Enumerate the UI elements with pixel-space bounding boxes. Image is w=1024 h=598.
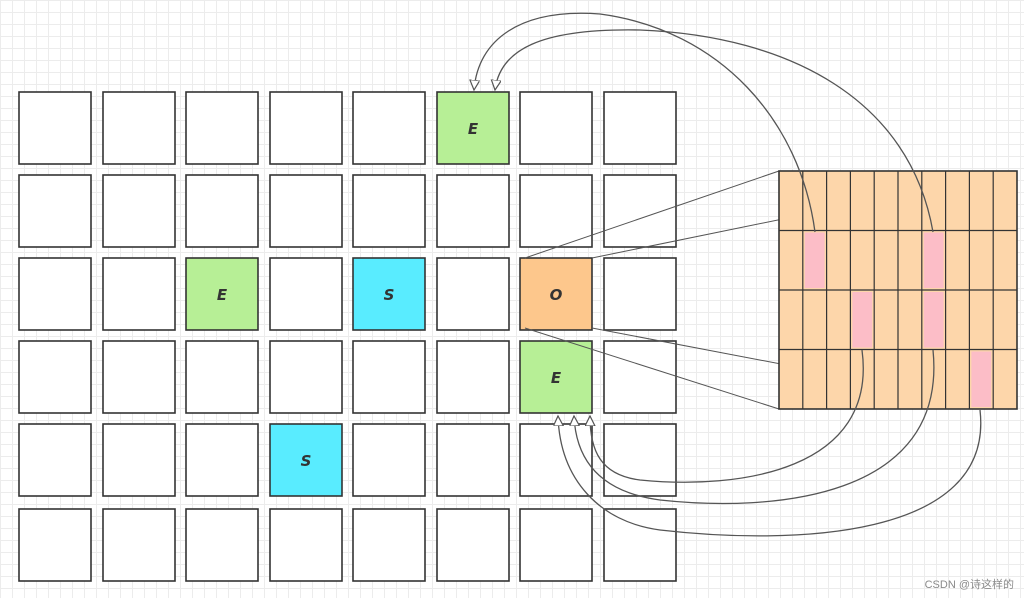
grid-cell-empty xyxy=(436,508,510,582)
grid-cell-empty xyxy=(352,340,426,414)
grid-cell-empty xyxy=(102,508,176,582)
grid-cell-s xyxy=(352,257,426,331)
grid-cell-empty xyxy=(436,340,510,414)
watermark: CSDN @诗这样的 xyxy=(924,579,1014,591)
grid-cell-empty xyxy=(102,91,176,165)
grid-cell-empty xyxy=(102,340,176,414)
grid-cell-empty xyxy=(352,508,426,582)
grid-cell-empty xyxy=(603,174,677,248)
grid-cell-empty xyxy=(603,423,677,497)
grid-cell-empty xyxy=(185,340,259,414)
cell-label: O xyxy=(550,286,563,304)
grid-cell-e xyxy=(436,91,510,165)
grid-cell-empty xyxy=(269,340,343,414)
matrix-highlight-cell xyxy=(923,232,944,288)
projection-line xyxy=(524,170,780,259)
grid-cell-empty xyxy=(18,340,92,414)
grid-cell-empty xyxy=(436,423,510,497)
grid-cell-empty xyxy=(269,174,343,248)
offset-arrow xyxy=(474,12,816,233)
offset-arrow xyxy=(495,29,934,233)
grid-cell-empty xyxy=(603,340,677,414)
grid-cell-empty xyxy=(18,257,92,331)
grid-cell-empty xyxy=(269,257,343,331)
cell-grid: E E S O E S xyxy=(18,91,677,582)
grid-cell-empty xyxy=(352,423,426,497)
matrix-highlight-cell xyxy=(804,232,825,288)
feature-matrix xyxy=(778,170,1018,410)
grid-cell-empty xyxy=(436,257,510,331)
offset-arrow xyxy=(574,349,935,505)
grid-cell-empty xyxy=(519,91,593,165)
cell-label: S xyxy=(301,452,312,470)
grid-cell-empty xyxy=(102,174,176,248)
grid-cell-empty xyxy=(352,91,426,165)
grid-cell-empty xyxy=(185,174,259,248)
offset-arrows xyxy=(474,12,982,537)
offset-arrow xyxy=(590,349,864,483)
grid-cell-empty xyxy=(269,508,343,582)
matrix-highlight-cell xyxy=(971,351,992,407)
projection-line xyxy=(524,327,780,410)
grid-cell-empty xyxy=(102,257,176,331)
grid-cell-empty xyxy=(18,508,92,582)
grid-cell-o xyxy=(519,257,593,331)
grid-cell-empty xyxy=(185,91,259,165)
cell-label: E xyxy=(551,369,562,387)
grid-cell-empty xyxy=(603,257,677,331)
grid-cell-empty xyxy=(269,91,343,165)
grid-cell-empty xyxy=(603,91,677,165)
grid-cell-empty xyxy=(185,508,259,582)
grid-cell-empty xyxy=(102,423,176,497)
grid-cell-empty xyxy=(519,508,593,582)
grid-cell-empty xyxy=(185,423,259,497)
grid-cell-empty xyxy=(18,423,92,497)
grid-cell-empty xyxy=(519,174,593,248)
grid-cell-empty xyxy=(436,174,510,248)
grid-cell-empty xyxy=(519,423,593,497)
cell-label: E xyxy=(468,120,479,138)
offset-arrow xyxy=(558,409,982,537)
matrix-highlight-cell xyxy=(923,292,944,348)
grid-cell-s xyxy=(269,423,343,497)
matrix-highlight-cell xyxy=(852,292,873,348)
grid-cell-empty xyxy=(18,91,92,165)
grid-cell-empty xyxy=(352,174,426,248)
grid-cell-e xyxy=(185,257,259,331)
cell-label: S xyxy=(384,286,395,304)
grid-cell-e xyxy=(519,340,593,414)
grid-cell-empty xyxy=(603,508,677,582)
grid-cell-empty xyxy=(18,174,92,248)
cell-label: E xyxy=(217,286,228,304)
